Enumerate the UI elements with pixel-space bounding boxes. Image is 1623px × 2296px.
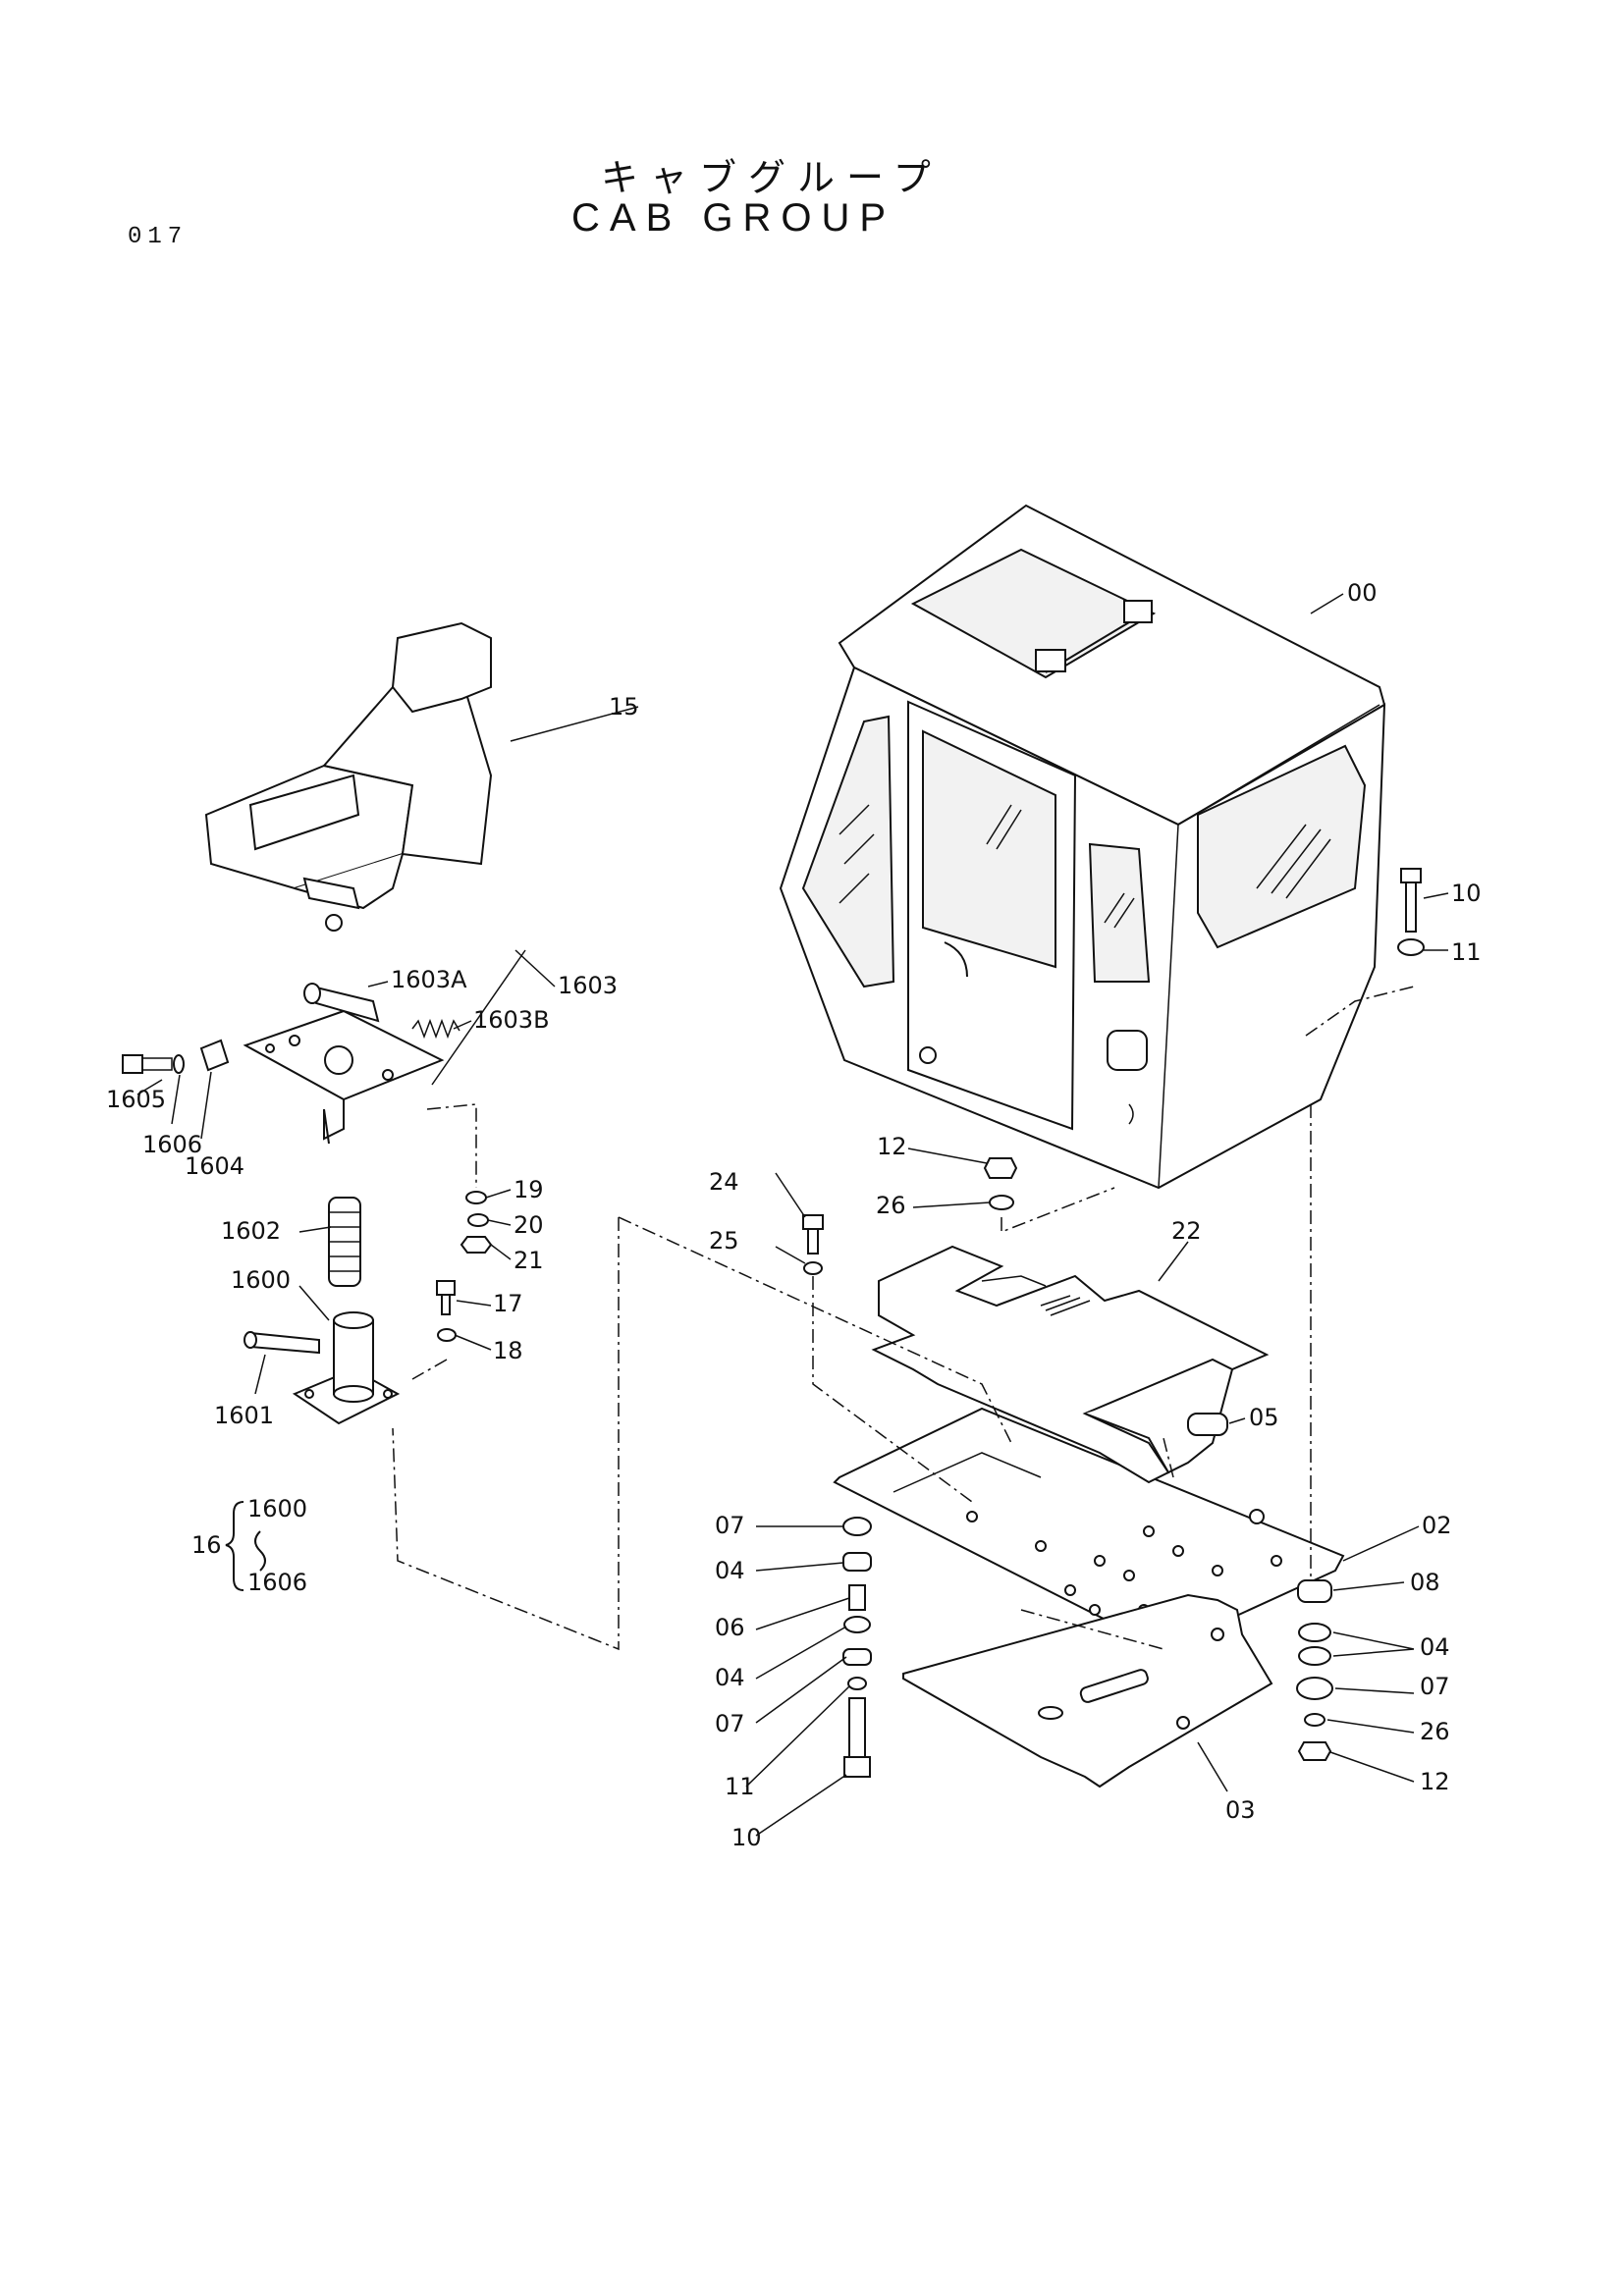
callout-1604: 1604	[185, 1152, 244, 1180]
leader-lines	[136, 593, 1449, 1837]
title-english: CAB GROUP	[571, 196, 896, 240]
callout-11-right: 11	[1451, 938, 1482, 966]
page-number: 017	[128, 224, 189, 250]
callout-25: 25	[709, 1227, 739, 1255]
mount-stack-right	[1296, 1579, 1333, 1761]
callout-10-left: 10	[731, 1824, 762, 1851]
group-16-label: 16	[191, 1531, 222, 1559]
callout-06: 06	[715, 1614, 745, 1641]
callout-1606: 1606	[142, 1131, 202, 1158]
callout-26-top: 26	[876, 1192, 906, 1219]
center-lines	[392, 986, 1415, 1651]
callout-1602: 1602	[221, 1217, 281, 1245]
callout-00: 00	[1347, 579, 1378, 607]
callout-07-left: 07	[715, 1512, 745, 1539]
callout-21: 21	[514, 1247, 544, 1274]
group-16-brace	[225, 1501, 244, 1591]
callout-05: 05	[1249, 1404, 1279, 1431]
cab-body	[779, 504, 1386, 1190]
callout-10-right: 10	[1451, 880, 1482, 907]
callout-07-left-b: 07	[715, 1710, 745, 1737]
bolt-washer-right	[1397, 868, 1425, 956]
callout-labels: 00 15 10 11 1603A 1603 1603B 1605 1605 1…	[106, 579, 1482, 1851]
group-16-to: 1606	[247, 1569, 307, 1596]
floor-mat	[871, 1245, 1270, 1484]
callout-1603: 1603	[558, 972, 618, 999]
seat-column-1600	[243, 1311, 401, 1425]
title-japanese: キャブグループ	[601, 156, 943, 199]
callout-24: 24	[709, 1168, 739, 1196]
small-fasteners-left	[436, 1191, 493, 1342]
callout-26-right: 26	[1420, 1718, 1450, 1745]
bottom-plate	[902, 1593, 1273, 1789]
callout-17: 17	[493, 1290, 523, 1317]
callout-1601: 1601	[214, 1402, 274, 1429]
callout-03: 03	[1225, 1796, 1256, 1824]
callout-1600: 1600	[231, 1266, 291, 1294]
seat-slide-bracket	[122, 983, 460, 1145]
callout-1603b: 1603B	[473, 1006, 550, 1034]
callout-04-right: 04	[1420, 1633, 1450, 1661]
callout-12-right: 12	[1420, 1768, 1450, 1795]
callout-15: 15	[609, 693, 639, 721]
callout-1605: 1605	[106, 1086, 166, 1113]
range-symbol	[254, 1530, 266, 1572]
callout-02: 02	[1422, 1512, 1452, 1539]
callout-20: 20	[514, 1211, 544, 1239]
callout-19: 19	[514, 1176, 544, 1203]
callout-04-left-a: 04	[715, 1557, 745, 1584]
callout-11-left: 11	[725, 1773, 755, 1800]
callout-04-left-b: 04	[715, 1664, 745, 1691]
seat-assembly	[204, 621, 493, 932]
callout-18: 18	[493, 1337, 523, 1364]
mount-stack-left	[842, 1517, 872, 1778]
callout-1603a: 1603A	[391, 966, 467, 993]
spring-1602	[328, 1197, 361, 1287]
callout-07-right: 07	[1420, 1673, 1450, 1700]
callout-12-top: 12	[877, 1133, 907, 1160]
floor-fasteners	[802, 1157, 1228, 1436]
callout-22: 22	[1171, 1217, 1202, 1245]
callout-08: 08	[1410, 1569, 1440, 1596]
group-16-from: 1600	[247, 1495, 307, 1522]
